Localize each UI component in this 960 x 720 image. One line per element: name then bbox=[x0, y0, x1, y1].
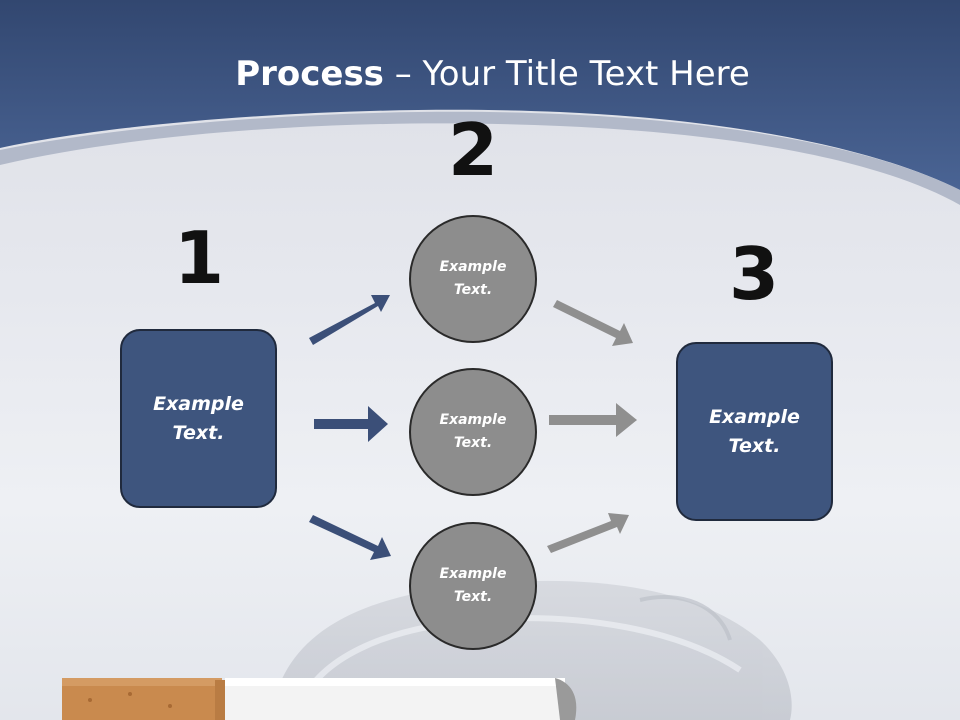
step-1-box: Example Text. bbox=[120, 329, 277, 508]
header-band bbox=[0, 0, 960, 190]
step-2-circle-middle: Example Text. bbox=[409, 368, 537, 496]
step-2-circle-top-text: Example Text. bbox=[439, 259, 507, 298]
step-number-2: 2 bbox=[447, 108, 499, 192]
step-3-text: Example Text. bbox=[709, 405, 800, 457]
step-2-circle-middle-text: Example Text. bbox=[439, 412, 507, 451]
step-number-3: 3 bbox=[728, 232, 780, 316]
step-3-box: Example Text. bbox=[676, 342, 833, 521]
title-bold: Process bbox=[235, 54, 384, 94]
title-rest: – Your Title Text Here bbox=[383, 54, 750, 94]
step-2-circle-bottom: Example Text. bbox=[409, 522, 537, 650]
step-1-text: Example Text. bbox=[153, 392, 244, 444]
slide-title: Process – Your Title Text Here bbox=[0, 52, 960, 96]
step-2-circle-bottom-text: Example Text. bbox=[439, 566, 507, 605]
header-swoosh bbox=[0, 111, 960, 205]
step-number-1: 1 bbox=[173, 216, 225, 300]
cigarette-image bbox=[62, 678, 577, 720]
step-2-circle-top: Example Text. bbox=[409, 215, 537, 343]
